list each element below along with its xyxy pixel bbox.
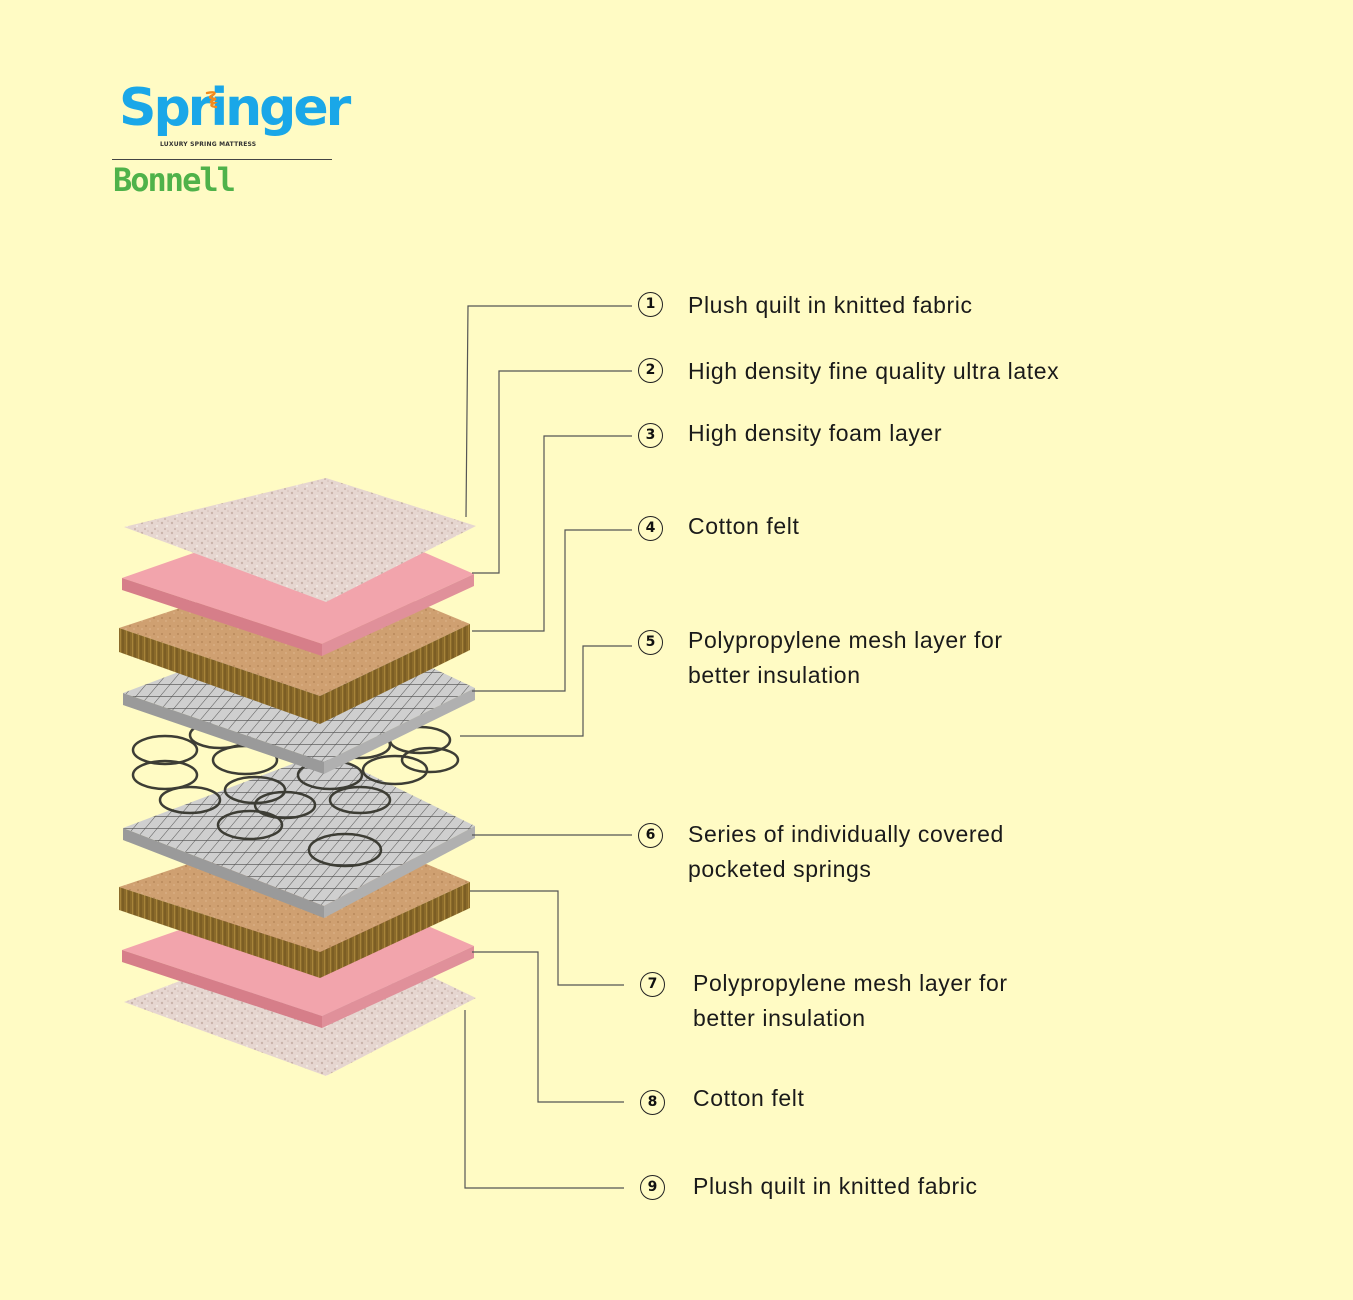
product-name: Bonnell — [113, 161, 236, 199]
layer-3-label: High density foam layer — [688, 420, 943, 446]
layer-6-bottom-mesh — [123, 752, 475, 918]
layer-9-label: Plush quilt in knitted fabric — [693, 1173, 978, 1199]
layer-7-number-badge: 7 — [640, 972, 665, 997]
layer-9-number-badge: 9 — [640, 1175, 665, 1200]
layer-5-number-badge: 5 — [638, 630, 663, 655]
brand-tagline: LUXURY SPRING MATTRESS — [160, 141, 257, 148]
layer-7-label: Polypropylene mesh layer for better insu… — [693, 970, 1008, 1031]
layer-2-number-badge: 2 — [638, 358, 663, 383]
layer-3-number-badge: 3 — [638, 423, 663, 448]
springer-bonnell-logo: Springer LUXURY SPRING MATTRESS Bonnell — [112, 82, 351, 206]
layer-6-label: Series of individually covered pocketed … — [688, 821, 1004, 882]
layer-5-label: Polypropylene mesh layer for better insu… — [688, 627, 1003, 688]
brand-name: Springer — [119, 78, 351, 138]
layer-4-number-badge: 4 — [638, 516, 663, 541]
layer-8-number-badge: 8 — [640, 1090, 665, 1115]
layer-6-number-badge: 6 — [638, 823, 663, 848]
layer-4-label: Cotton felt — [688, 513, 800, 539]
layer-1-label: Plush quilt in knitted fabric — [688, 292, 973, 318]
layer-8-label: Cotton felt — [693, 1085, 805, 1111]
layer-2-label: High density fine quality ultra latex — [688, 358, 1060, 384]
leader-lines — [460, 305, 632, 1189]
spring-coil-icon — [205, 91, 218, 109]
logo-divider — [112, 159, 332, 160]
layer-1-top-quilt — [124, 478, 476, 602]
layer-1-number-badge: 1 — [638, 292, 663, 317]
